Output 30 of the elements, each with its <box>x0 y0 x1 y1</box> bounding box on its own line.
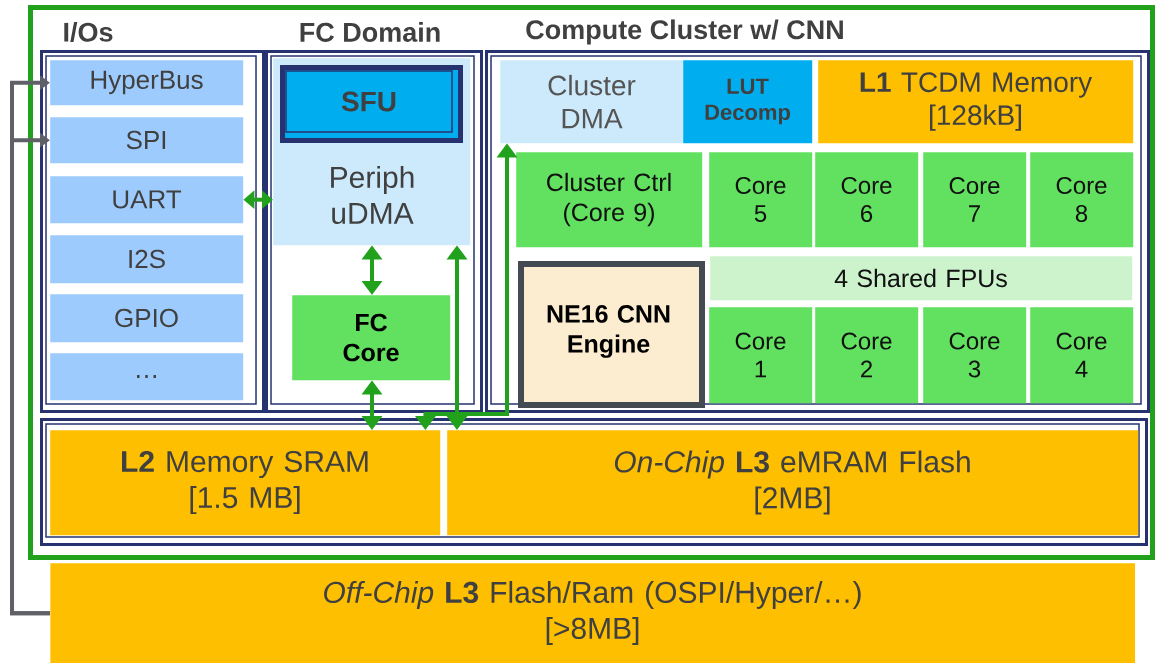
interface-box: … <box>50 353 244 401</box>
interface-box: UART <box>50 176 244 224</box>
core-box: FC Core <box>292 295 451 381</box>
node-label: Compute Cluster w/ CNN <box>526 19 843 45</box>
memory-box: L2 Memory SRAM [1.5 MB] <box>50 430 441 536</box>
core-box: Core 6 <box>815 152 919 248</box>
interface-box: HyperBus <box>50 60 244 106</box>
core-box: Core 1 <box>709 307 813 404</box>
node-label: FC Domain <box>300 22 440 42</box>
interface-box: GPIO <box>50 294 244 343</box>
core-box: Core 2 <box>815 307 919 404</box>
engine-box: NE16 CNN Engine <box>518 261 705 408</box>
fpu-bar: 4 Shared FPUs <box>710 256 1133 301</box>
controller-box: Cluster Ctrl (Core 9) <box>516 152 703 248</box>
interface-box: I2S <box>50 235 244 284</box>
dma-box: Cluster DMA <box>500 60 684 144</box>
memory-box: On-Chip L3 eMRAM Flash [2MB] <box>447 430 1139 536</box>
offchip-memory-box: Off-Chip L3 Flash/Ram (OSPI/Hyper/…) [>8MB] <box>50 563 1136 663</box>
chip-frame <box>28 5 1155 560</box>
domain-panel <box>40 418 1148 546</box>
node-label: I/Os <box>64 21 113 43</box>
sfu-box: SFU <box>280 65 463 143</box>
interface-box: SPI <box>50 117 244 164</box>
core-box: Core 4 <box>1030 307 1134 404</box>
core-box: Core 7 <box>923 152 1027 248</box>
core-box: Core 8 <box>1030 152 1134 248</box>
core-box: Core 3 <box>923 307 1027 404</box>
memory-box: L1 TCDM Memory [128kB] <box>818 60 1134 144</box>
core-box: Core 5 <box>709 152 813 248</box>
lut-box: LUT Decomp <box>683 60 813 144</box>
